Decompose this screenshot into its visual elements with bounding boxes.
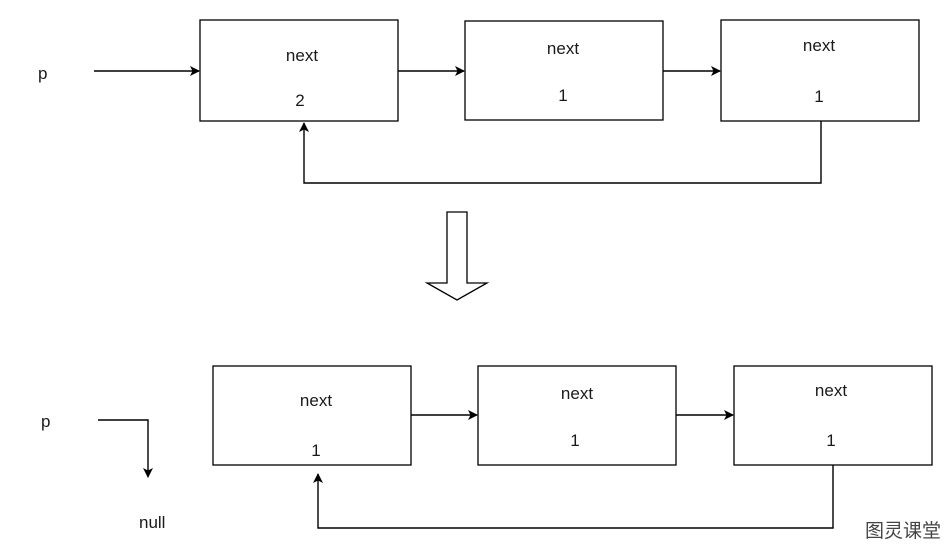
bottom-node-1-box bbox=[212, 365, 412, 466]
bottom-node-3: next 1 bbox=[733, 365, 933, 466]
top-node-3: next 1 bbox=[720, 19, 920, 122]
top-node-1-value: 2 bbox=[295, 91, 304, 110]
top-node-3-box bbox=[720, 19, 920, 122]
watermark: 图灵课堂 bbox=[861, 516, 944, 543]
top-node-2-next-label: next bbox=[547, 39, 579, 58]
top-node-1: next 2 bbox=[199, 19, 399, 122]
bottom-node-1-next-label: next bbox=[300, 391, 332, 410]
bottom-node-2: next 1 bbox=[477, 365, 677, 466]
bottom-node-3-box bbox=[733, 365, 933, 466]
bottom-pointer-label: p bbox=[41, 412, 50, 431]
top-node-2: next 1 bbox=[464, 20, 664, 121]
top-pointer-label: p bbox=[38, 64, 47, 83]
bottom-node-2-next-label: next bbox=[561, 384, 593, 403]
bottom-node-3-value: 1 bbox=[826, 431, 835, 450]
top-node-3-next-label: next bbox=[803, 36, 835, 55]
bottom-node-1-value: 1 bbox=[311, 441, 320, 460]
top-node-2-box bbox=[464, 20, 664, 121]
top-node-1-next-label: next bbox=[286, 46, 318, 65]
bottom-pointer-arrow bbox=[98, 419, 153, 478]
bottom-cycle-back-arrow bbox=[313, 465, 834, 529]
top-cycle-back-arrow bbox=[299, 121, 822, 184]
bottom-null-label: null bbox=[139, 513, 165, 532]
transition-down-arrow bbox=[424, 211, 490, 301]
bottom-node-2-value: 1 bbox=[570, 431, 579, 450]
bottom-node-2-box bbox=[477, 365, 677, 466]
top-node-2-value: 1 bbox=[558, 86, 567, 105]
top-node-3-value: 1 bbox=[814, 87, 823, 106]
bottom-node-1: next 1 bbox=[212, 365, 412, 466]
bottom-node-3-next-label: next bbox=[815, 381, 847, 400]
top-node-1-box bbox=[199, 19, 399, 122]
